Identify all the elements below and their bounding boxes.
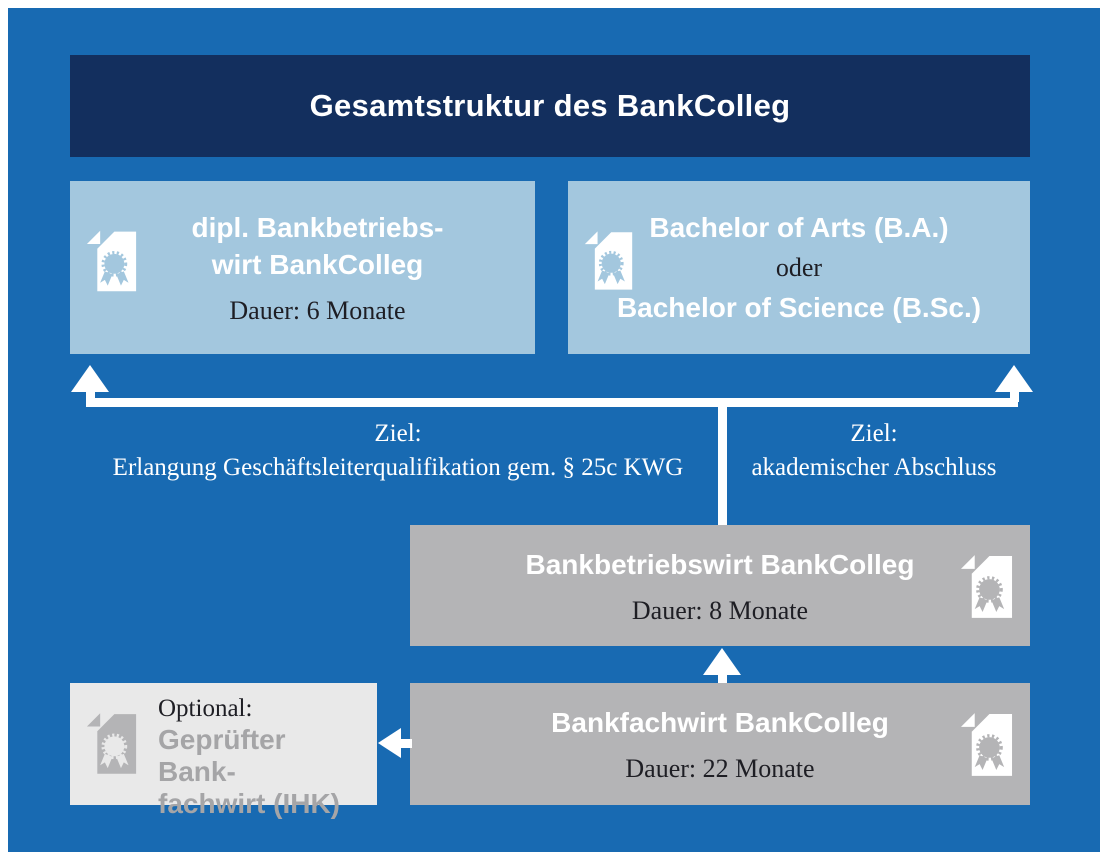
duration-text: Dauer: 6 Monate [229,296,406,325]
box-bankfachwirt: Bankfachwirt BankColleg Dauer: 22 Monate [410,683,1030,805]
arrow-left-stem [398,739,412,748]
connector-rail [86,398,1018,407]
certificate-icon [960,713,1013,776]
duration-text: Dauer: 8 Monate [631,595,809,625]
box-title: Bankbetriebswirt BankColleg [525,548,915,580]
degree-option-2: Bachelor of Science (B.Sc.) [616,292,982,323]
arrow-up-right-icon [995,365,1033,392]
arrow-left-icon [378,728,401,758]
arrow-up-right-stem [1010,388,1019,402]
goal-left-text: Erlangung Geschäftsleiterqualifikation g… [112,454,684,481]
certificate-icon [86,230,137,292]
connector-drop-line [718,404,727,525]
goal-right: Ziel: akademischer Abschluss [730,417,1018,485]
degree-conjunction: oder [775,253,823,282]
certificate-icon [584,231,633,290]
goal-right-label: Ziel: [850,420,898,447]
arrow-up-left-stem [86,388,95,402]
goal-right-text: akademischer Abschluss [751,454,997,481]
diagram-canvas: Gesamtstruktur des BankColleg dipl. Bank… [8,8,1100,852]
optional-label: Optional: [158,695,253,722]
certificate-icon [960,555,1013,618]
diagram-header-bar: Gesamtstruktur des BankColleg [70,55,1030,157]
box-title-line1: Geprüfter Bank- [158,724,286,787]
box-dipl-bankbetriebswirt: dipl. Bankbetriebs- wirt BankColleg Daue… [70,181,535,354]
box-title-line2: fachwirt (IHK) [158,788,340,819]
box-title: Bankfachwirt BankColleg [551,707,889,738]
duration-text: Dauer: 22 Monate [625,754,815,783]
certificate-icon [86,713,137,774]
goal-left: Ziel: Erlangung Geschäftsleiterqualifika… [78,417,718,485]
arrow-up-left-icon [71,365,109,392]
box-bachelor: Bachelor of Arts (B.A.) oder Bachelor of… [568,181,1030,354]
arrow-up-mid-stem [718,672,727,684]
box-optional-ihk: Optional: Geprüfter Bank- fachwirt (IHK) [70,683,377,819]
box-title: dipl. Bankbetriebs- wirt BankColleg [191,209,443,283]
box-title-line2: wirt BankColleg [211,249,424,280]
goal-left-label: Ziel: [374,420,422,447]
arrow-up-mid-icon [703,648,741,675]
degree-option-1: Bachelor of Arts (B.A.) [649,212,949,243]
box-bankbetriebswirt: Bankbetriebswirt BankColleg Dauer: 8 Mon… [410,525,1030,646]
page-title: Gesamtstruktur des BankColleg [309,88,791,123]
box-title-line1: dipl. Bankbetriebs- [191,212,444,243]
